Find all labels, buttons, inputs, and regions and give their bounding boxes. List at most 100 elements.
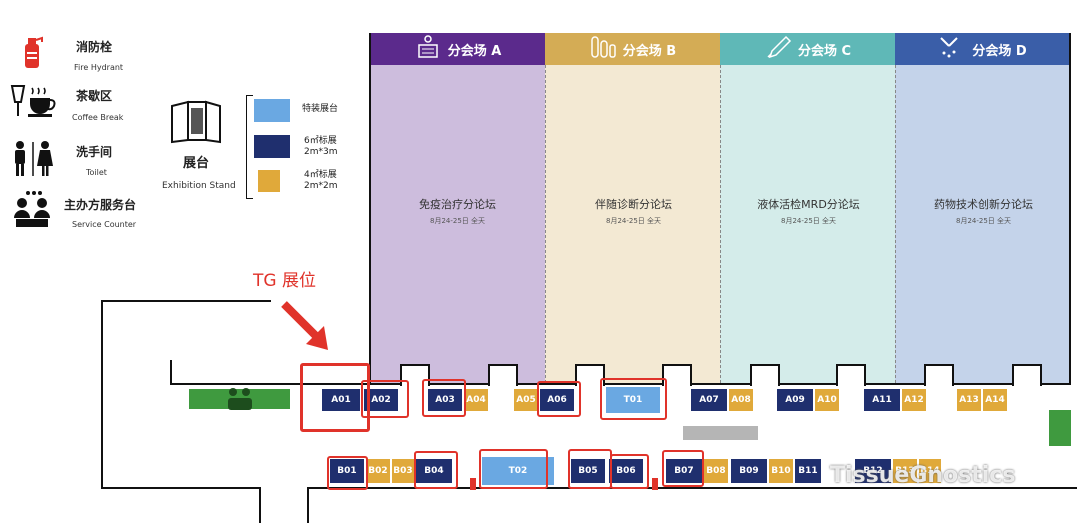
booth-b05[interactable]: B05 (571, 459, 605, 483)
booth-b08[interactable]: B08 (704, 459, 728, 483)
toilet-label: 洗手间 (76, 145, 113, 159)
presenter-icon (414, 35, 442, 63)
door-d2 (1012, 364, 1042, 386)
booth-a14[interactable]: A14 (983, 389, 1007, 411)
booth-b13[interactable]: B13 (893, 459, 917, 483)
hydrant-marker-2 (652, 478, 658, 490)
highlight-a02 (361, 380, 409, 418)
hall-a-date: 8月24-25日 全天 (429, 217, 486, 225)
coffee-break-label: 茶歇区 (76, 89, 113, 103)
highlight-a03 (422, 379, 466, 417)
booth-b10[interactable]: B10 (769, 459, 793, 483)
corridor-wall-left (101, 300, 103, 488)
booth-a09[interactable]: A09 (777, 389, 813, 411)
booth-a06[interactable]: A06 (540, 389, 574, 411)
hall-c-area: 液体活检MRD分论坛 8月24-25日 全天 (720, 65, 896, 383)
hall-c-header: 分会场 C (720, 33, 895, 65)
hall-c-forum: 液体活检MRD分论坛 (757, 198, 860, 211)
hall-b-forum: 伴随诊断分论坛 (595, 198, 672, 211)
hall-a-name: 分会场 A (447, 43, 502, 59)
booth-b09[interactable]: B09 (731, 459, 767, 483)
coffee-area-service-icon (226, 384, 254, 412)
highlight-b05 (568, 449, 612, 489)
fire-hydrant-en: Fire Hydrant (74, 63, 124, 72)
legend: 消防栓 Fire Hydrant 茶歇区 Coffee Break 洗手间 To… (0, 0, 370, 240)
hall-a-header: 分会场 A (370, 33, 545, 65)
door-b1 (575, 364, 605, 386)
corridor-wall-mid (170, 360, 172, 385)
booth-a08[interactable]: A08 (729, 389, 753, 411)
hall-c-date: 8月24-25日 全天 (780, 217, 837, 225)
coffee-cup-icon (10, 84, 64, 120)
molecule-icon (938, 35, 966, 63)
booth-b07[interactable]: B07 (666, 459, 702, 483)
four-sqm-size: 2m*2m (304, 181, 338, 191)
hall-b-date: 8月24-25日 全天 (605, 217, 662, 225)
highlight-b07 (662, 450, 704, 487)
six-sqm-label: 6㎡标展 (304, 136, 337, 146)
booklet-icon (170, 100, 222, 144)
booth-a01[interactable]: A01 (322, 389, 360, 411)
booth-b01[interactable]: B01 (330, 459, 364, 483)
hall-d-name: 分会场 D (972, 43, 1027, 59)
booth-b11[interactable]: B11 (795, 459, 821, 483)
highlight-t02 (479, 449, 548, 489)
lab-tubes-icon (589, 35, 617, 63)
hall-d-area: 药物技术创新分论坛 8月24-25日 全天 (895, 65, 1071, 383)
tg-booth-annotation: TG 展位 (253, 271, 316, 291)
pipette-icon (764, 35, 792, 63)
booth-b02[interactable]: B02 (366, 459, 390, 483)
hall-b-name: 分会场 B (622, 43, 677, 59)
corridor-bottom-left (101, 487, 261, 489)
hall-wall-left (369, 33, 371, 385)
four-sqm-label: 4㎡标展 (304, 170, 337, 180)
stand-title: 展台 (183, 156, 210, 171)
right-service-icon (1049, 410, 1071, 446)
special-label: 特装展台 (302, 104, 339, 114)
booth-t02[interactable]: T02 (482, 457, 554, 485)
booth-a05[interactable]: A05 (514, 389, 538, 411)
service-counter-label: 主办方服务台 (64, 198, 137, 212)
booth-b12[interactable]: B12 (855, 459, 891, 483)
highlight-a01 (300, 363, 370, 432)
booth-a12[interactable]: A12 (902, 389, 926, 411)
door-d1 (924, 364, 954, 386)
booth-a10[interactable]: A10 (815, 389, 839, 411)
booth-b06[interactable]: B06 (609, 459, 643, 483)
highlight-b06 (610, 454, 649, 489)
service-counter-en: Service Counter (72, 220, 137, 229)
highlight-a06 (537, 381, 581, 417)
hall-wall-right (1069, 33, 1071, 385)
toilet-en: Toilet (86, 168, 107, 177)
fire-hydrant-label: 消防栓 (76, 40, 113, 54)
corridor-bottom-right (307, 487, 1077, 489)
booth-b04[interactable]: B04 (416, 459, 452, 483)
booth-a07[interactable]: A07 (691, 389, 727, 411)
highlight-b01 (327, 456, 368, 490)
door-c2 (836, 364, 866, 386)
hall-wall-bottom (170, 383, 1071, 385)
coffee-break-en: Coffee Break (72, 113, 124, 122)
booth-a03[interactable]: A03 (428, 389, 462, 411)
six-sqm-size: 2m*3m (304, 147, 338, 157)
booth-b03[interactable]: B03 (392, 459, 414, 483)
six-sqm-swatch (254, 135, 290, 158)
booth-a13[interactable]: A13 (957, 389, 981, 411)
corridor-bottom-vert (259, 487, 261, 523)
booth-a11[interactable]: A11 (864, 389, 900, 411)
booth-a04[interactable]: A04 (464, 389, 488, 411)
booth-b14[interactable]: B14 (919, 459, 941, 483)
watermark: TissueGnostics (830, 463, 1016, 488)
booth-t01[interactable]: T01 (606, 387, 660, 413)
special-swatch (254, 99, 290, 122)
door-b2 (662, 364, 692, 386)
highlight-b04 (414, 451, 458, 489)
hall-a-area: 免疫治疗分论坛 8月24-25日 全天 (370, 65, 545, 383)
highlight-t01 (600, 378, 667, 420)
booth-a02[interactable]: A02 (364, 389, 398, 411)
door-c1 (750, 364, 780, 386)
red-arrow-icon (278, 298, 334, 354)
hall-c-name: 分会场 C (797, 43, 852, 59)
hall-d-forum: 药物技术创新分论坛 (934, 198, 1033, 211)
stand-en: Exhibition Stand (162, 181, 236, 191)
